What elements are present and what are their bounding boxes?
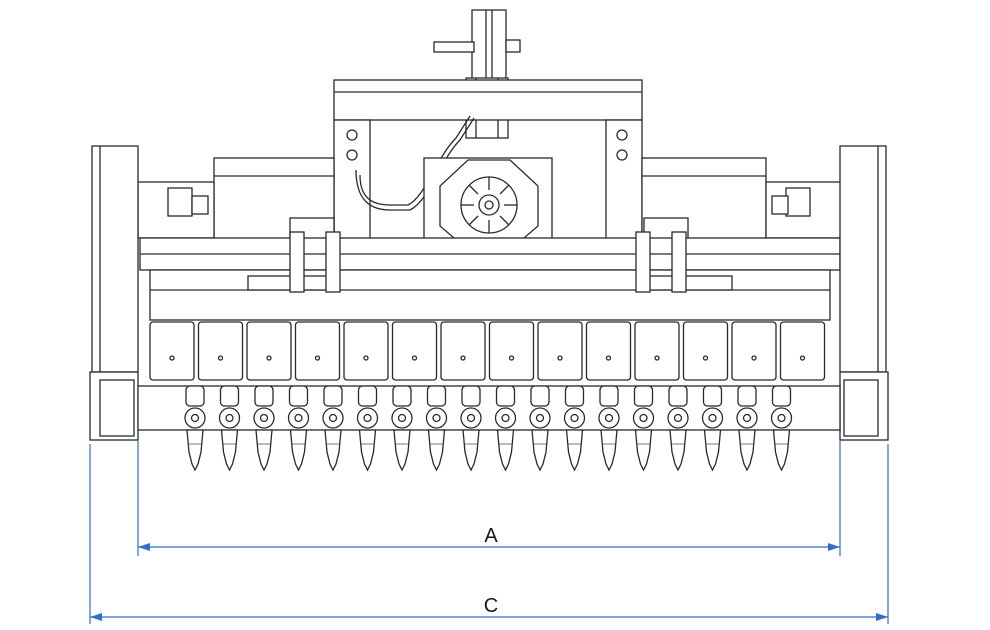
- hood-segment: [294, 321, 341, 381]
- left-cylinder-block: [137, 181, 215, 239]
- tine: [322, 385, 344, 472]
- dimension-a-label: A: [484, 525, 498, 547]
- tine: [391, 385, 413, 472]
- tine: [356, 385, 379, 472]
- hood-segment: [246, 321, 292, 381]
- dimension-c-label: C: [484, 595, 498, 617]
- tine: [563, 385, 586, 472]
- dimension-a: A: [137, 440, 841, 556]
- main-beam: [139, 231, 841, 321]
- tine: [218, 385, 241, 472]
- tine: [494, 385, 517, 472]
- tine: [632, 385, 655, 472]
- hood-segments: [149, 321, 826, 381]
- rotor-tines: [184, 385, 793, 472]
- left-side-plate: [89, 145, 139, 441]
- hood-segment: [585, 321, 632, 381]
- hood-segment: [731, 321, 777, 381]
- hood-segment: [488, 321, 535, 381]
- dimension-c: C: [89, 444, 889, 624]
- right-cylinder-block: [765, 181, 843, 239]
- hood-segment: [149, 321, 195, 381]
- tine: [253, 385, 275, 472]
- tine: [667, 385, 689, 472]
- hood-segment: [779, 321, 826, 381]
- rotor-housing: [137, 385, 841, 431]
- tine: [425, 385, 448, 472]
- tine: [770, 385, 793, 472]
- hood-segment: [440, 321, 486, 381]
- tine: [598, 385, 620, 472]
- tine: [529, 385, 551, 472]
- hood-segment: [343, 321, 389, 381]
- tine: [460, 385, 482, 472]
- tine: [287, 385, 310, 472]
- hood-segment: [197, 321, 244, 381]
- tine: [701, 385, 724, 472]
- right-side-plate: [839, 145, 889, 441]
- hood-segment: [537, 321, 583, 381]
- tine: [736, 385, 758, 472]
- tine: [184, 385, 206, 472]
- machine-body: [89, 9, 889, 472]
- hood-segment: [634, 321, 680, 381]
- upper-frame: [213, 79, 767, 249]
- hood-segment: [391, 321, 438, 381]
- hood-segment: [682, 321, 729, 381]
